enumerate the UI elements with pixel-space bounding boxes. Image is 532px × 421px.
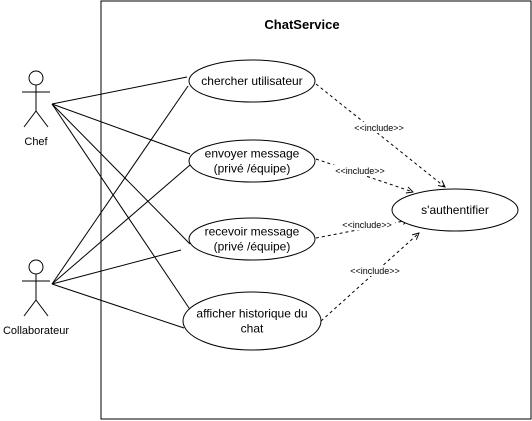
use-case-ellipse [188,59,316,103]
stick-figure-icon [22,70,50,128]
include-label-bg [331,165,389,176]
association-collab-chercher [51,85,189,285]
include-label-bg [350,122,408,133]
actor-label: Chef [24,136,48,148]
use-case-ellipse [391,188,519,232]
actor-chef: Chef [22,70,50,148]
association-collab-envoyer [51,164,191,285]
include-label-chercher: <<include>> [354,123,404,133]
include-label-recevoir: <<include>> [342,220,392,230]
include-arrow-envoyer [315,158,413,192]
association-chef-chercher [51,76,188,105]
use-case-label: (privé /équipe) [214,162,291,176]
use-case-recevoir: recevoir message(privé /équipe) [188,217,316,261]
stick-figure-icon [22,259,50,317]
use-case-envoyer: envoyer message(privé /équipe) [188,139,316,183]
use-case-chercher: chercher utilisateur [188,59,316,103]
use-case-label: s'authentifier [421,203,489,217]
use-case-auth: s'authentifier [391,188,519,232]
use-case-ellipse [188,139,316,183]
use-case-label: (privé /équipe) [214,240,291,254]
include-label-bg [338,219,396,230]
use-case-label: chercher utilisateur [201,74,302,88]
association-chef-historique [51,103,192,312]
association-collab-recevoir [51,249,182,285]
system-title: ChatService [264,17,339,32]
use-case-label: chat [241,322,264,336]
include-label-bg [346,265,404,276]
use-case-label: afficher historique du [196,307,307,321]
include-label-envoyer: <<include>> [335,166,385,176]
association-collab-historique [51,283,185,329]
association-chef-envoyer [51,103,191,155]
system-boundary [100,0,532,420]
use-case-label: envoyer message [205,147,300,161]
association-chef-recevoir [51,103,191,245]
actor-collab: Collaborateur [3,259,69,337]
use-case-ellipse [188,217,316,261]
use-case-label: recevoir message [205,225,300,239]
use-case-ellipse [182,291,322,351]
include-arrow-historique [320,233,419,322]
actor-label: Collaborateur [3,325,69,337]
associations [51,76,192,329]
include-label-historique: <<include>> [350,266,400,276]
include-relations: <<include>> <<include>> <<include>> <<inclu… [315,83,445,322]
